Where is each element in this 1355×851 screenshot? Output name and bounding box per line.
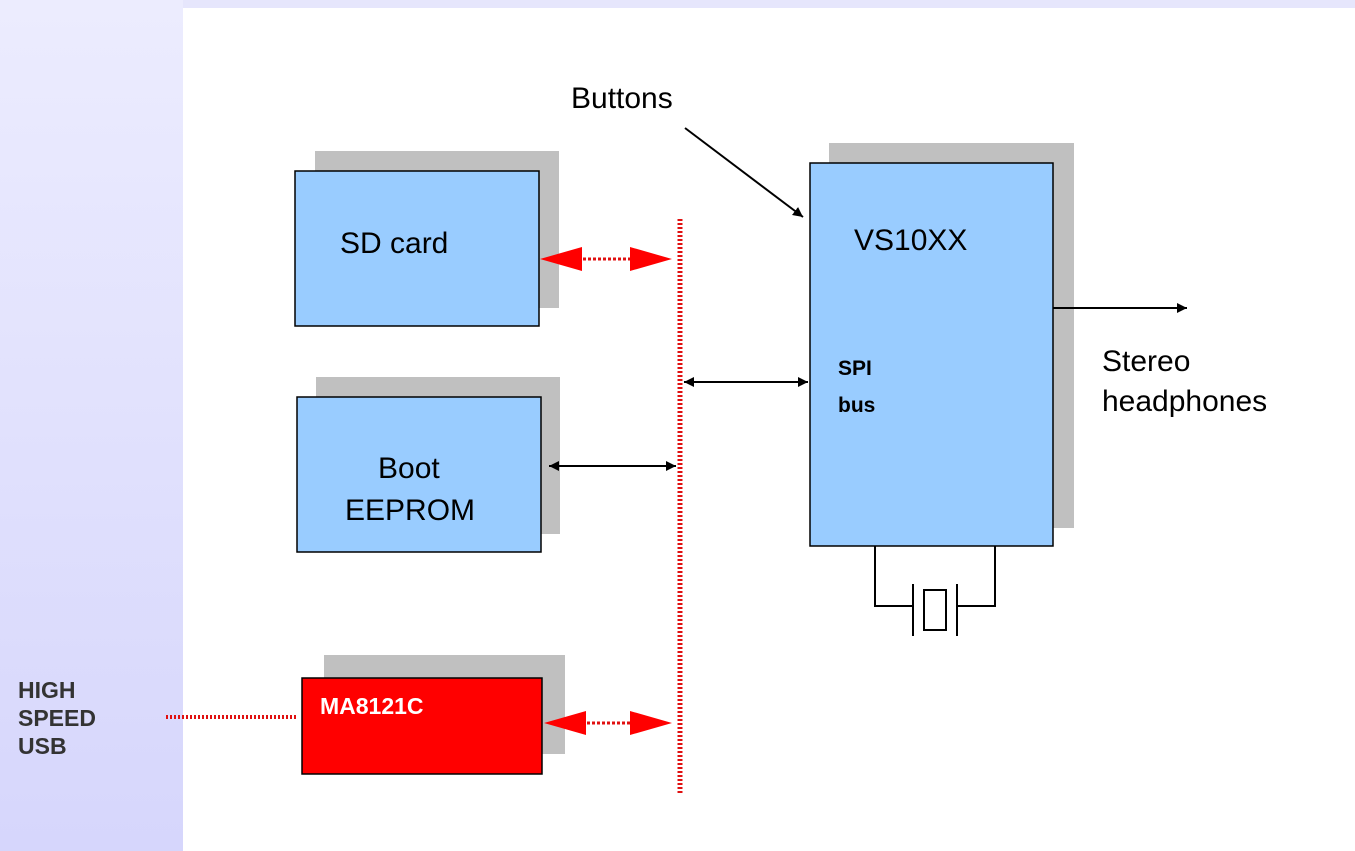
vs10xx-box bbox=[809, 162, 1054, 547]
sd-card-box bbox=[294, 170, 540, 327]
sd-card-label: SD card bbox=[340, 227, 448, 260]
usb-bus-arrow bbox=[544, 711, 672, 735]
boot-eeprom-block: Boot EEPROM bbox=[296, 377, 560, 553]
spi-label-line1: SPI bbox=[838, 357, 872, 380]
boot-eeprom-label-line2: EEPROM bbox=[345, 494, 475, 527]
stereo-label-line2: headphones bbox=[1102, 385, 1267, 418]
usb-controller-box bbox=[301, 677, 543, 775]
buttons-label: Buttons bbox=[571, 82, 673, 115]
vs10xx-block: VS10XX SPI bus bbox=[809, 143, 1074, 547]
spi-label-line2: bus bbox=[838, 394, 875, 417]
usb-controller-block: MA8121C bbox=[301, 655, 565, 775]
sd-card-bus-arrow bbox=[540, 247, 672, 271]
usb-label-line2: SPEED bbox=[18, 705, 96, 731]
boot-eeprom-label-line1: Boot bbox=[378, 452, 440, 485]
usb-label-line3: USB bbox=[18, 733, 67, 759]
buttons-arrow bbox=[684, 127, 804, 218]
vs10xx-label: VS10XX bbox=[854, 224, 967, 257]
usb-label-line1: HIGH bbox=[18, 677, 76, 703]
sd-card-block: SD card bbox=[294, 151, 559, 327]
top-border-strip bbox=[183, 0, 1355, 8]
boot-eeprom-box bbox=[296, 396, 542, 553]
high-speed-usb-label: HIGH SPEED USB bbox=[18, 676, 96, 760]
left-sidebar-panel bbox=[0, 0, 183, 851]
usb-controller-label: MA8121C bbox=[320, 693, 424, 719]
stereo-label-line1: Stereo bbox=[1102, 345, 1190, 378]
crystal-oscillator bbox=[874, 546, 996, 636]
